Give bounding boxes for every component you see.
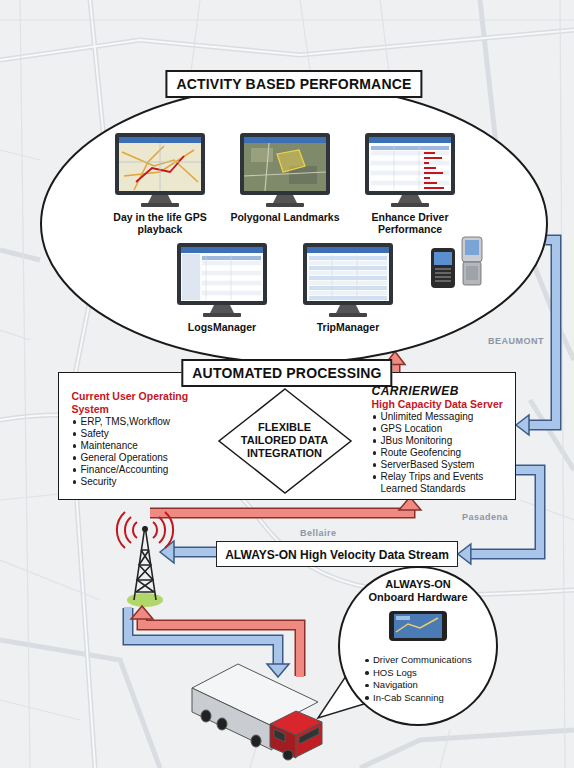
bullet-item: Unlimited Messaging — [381, 411, 514, 423]
callout-heading-wrap: ALWAYS-ON Onboard Hardware — [338, 578, 498, 605]
bullet-item: GPS Location — [381, 423, 514, 435]
monitor-caption: LogsManager — [188, 321, 256, 333]
monitor-node: Polygonal Landmarks — [230, 132, 340, 223]
bullet-item: General Operations — [81, 452, 226, 464]
text-column: Current User Operating SystemERP, TMS,Wo… — [72, 390, 226, 488]
monitor-node: Enhance Driver Performance — [355, 132, 465, 235]
radio-tower — [117, 512, 173, 607]
heading-box: ACTIVITY BASED PERFORMANCE — [165, 70, 422, 98]
truck-uplink-arrow — [131, 606, 300, 677]
bullet-item: HOS Logs — [373, 667, 472, 680]
diamond-text: FLEXIBLE TAILORED DATA INTEGRATION — [232, 421, 338, 460]
truck — [192, 664, 322, 760]
logo-text: CARRIERWEB — [372, 384, 514, 398]
monitor-node: LogsManager — [167, 242, 277, 333]
ellipse-outline — [40, 84, 548, 364]
decision-diamond: FLEXIBLE TAILORED DATA INTEGRATION — [218, 388, 352, 494]
monitor-caption: TripManager — [317, 321, 379, 333]
map-label-wrap: Pasadena — [462, 506, 508, 524]
bullet-item: Relay Trips and Events Learned Standards — [381, 471, 514, 495]
bullet-item: Security — [81, 476, 226, 488]
band-text: ALWAYS-ON High Velocity Data Stream — [225, 548, 449, 562]
map-label-wrap: BEAUMONT — [488, 330, 544, 348]
processing-box: AUTOMATED PROCESSINGCurrent User Operati… — [58, 372, 516, 500]
phone-icons — [430, 236, 486, 290]
bullet-item: Driver Communications — [373, 654, 472, 667]
arrow-head — [458, 544, 471, 564]
column-heading: High Capacity Data Server — [372, 398, 514, 411]
monitor-caption: Day in the life GPS playback — [105, 211, 215, 235]
performance-ellipse: ACTIVITY BASED PERFORMANCEDay in the lif… — [40, 84, 548, 364]
onboard-device — [388, 610, 448, 642]
column-heading: Current User Operating System — [72, 390, 226, 416]
bullet-item: Safety — [81, 428, 226, 440]
map-label: BEAUMONT — [488, 336, 544, 346]
bullet-item: In-Cab Scanning — [373, 692, 472, 705]
truck-downlink-arrow — [128, 607, 289, 677]
map-label: Bellaire — [300, 528, 337, 538]
bullet-item: ERP, TMS,Workflow — [81, 416, 226, 428]
monitor-icon — [302, 242, 394, 318]
bullet-item: JBus Monitoring — [381, 435, 514, 447]
hardware-callout: ALWAYS-ON Onboard HardwareDriver Communi… — [338, 566, 498, 726]
monitor-node: Day in the life GPS playback — [105, 132, 215, 235]
text-column: CARRIERWEBHigh Capacity Data ServerUnlim… — [372, 384, 514, 495]
bullet-item: Finance/Accounting — [81, 464, 226, 476]
monitor-node: TripManager — [293, 242, 403, 333]
heading-text: ACTIVITY BASED PERFORMANCE — [176, 76, 411, 92]
bullet-item: Route Geofencing — [381, 447, 514, 459]
map-label: Pasadena — [462, 512, 508, 522]
callout-heading: ALWAYS-ON Onboard Hardware — [363, 578, 473, 604]
bullet-item: ServerBased System — [381, 459, 514, 471]
bullet-item: Maintenance — [81, 440, 226, 452]
bullet-item: Navigation — [373, 679, 472, 692]
monitor-icon — [176, 242, 268, 318]
monitor-caption: Polygonal Landmarks — [230, 211, 339, 223]
callout-list: Driver CommunicationsHOS LogsNavigationI… — [364, 654, 472, 704]
monitor-icon — [114, 132, 206, 208]
monitor-icon — [239, 132, 331, 208]
diamond-text-wrap: FLEXIBLE TAILORED DATA INTEGRATION — [218, 388, 352, 494]
monitor-icon — [364, 132, 456, 208]
monitor-caption: Enhance Driver Performance — [355, 211, 465, 235]
map-label-wrap: Bellaire — [300, 522, 337, 540]
arrow-head — [516, 415, 529, 435]
heading-box: AUTOMATED PROCESSING — [181, 359, 392, 387]
heading-text: AUTOMATED PROCESSING — [192, 365, 381, 381]
stream-band: ALWAYS-ON High Velocity Data Stream — [216, 541, 458, 567]
